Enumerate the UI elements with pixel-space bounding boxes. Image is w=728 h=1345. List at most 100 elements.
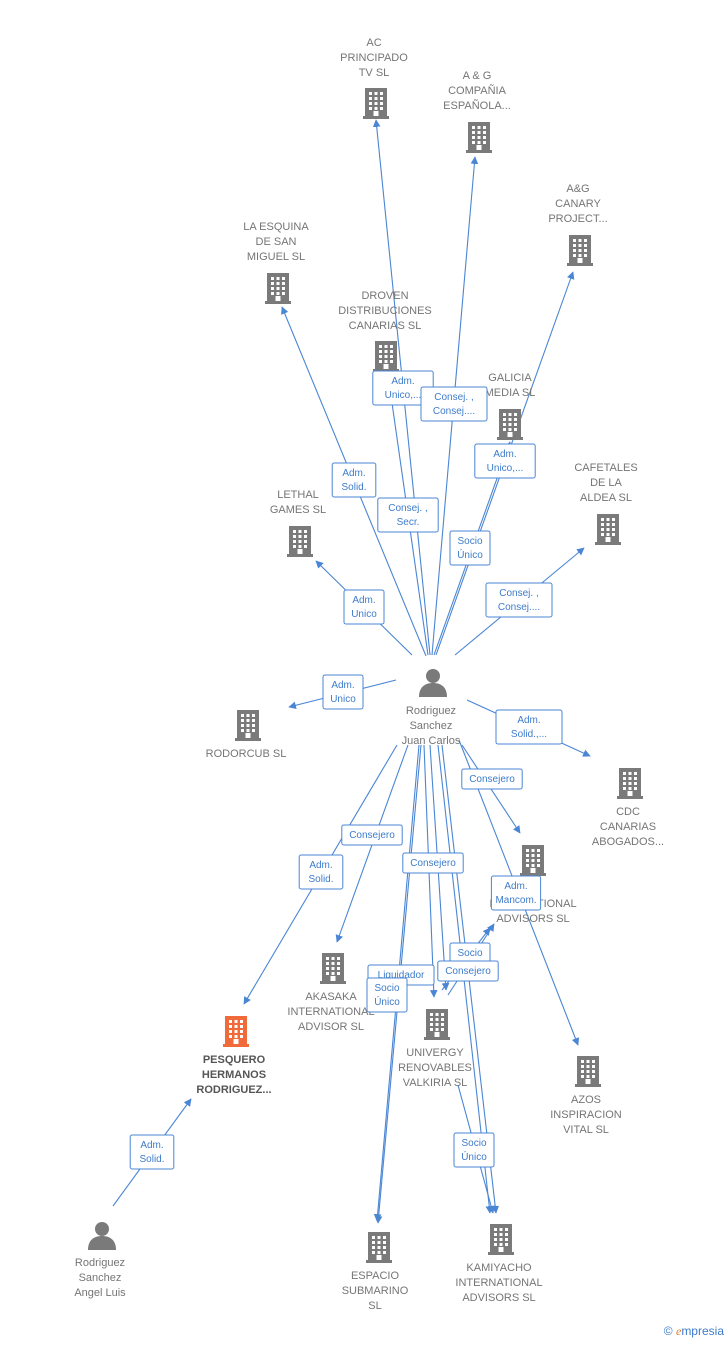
node-label-line: AC — [366, 37, 381, 49]
edge-label-text: Consej. , — [499, 588, 538, 599]
edge-label-e-esq[interactable]: Adm.Solid. — [331, 462, 377, 498]
node-label-line: Angel Luis — [74, 1287, 126, 1299]
node-label-line: HERMANOS — [202, 1069, 266, 1081]
edge-label-e-ag[interactable]: Consej. ,Consej.... — [420, 386, 488, 422]
edge-label-e-iad3[interactable]: Socio — [449, 942, 491, 964]
building-icon — [320, 953, 346, 984]
building-icon — [497, 409, 523, 440]
edge-label-text: Consejero — [445, 966, 491, 977]
node-label-line: ALDEA SL — [580, 492, 632, 504]
node-label-line: GAMES SL — [270, 504, 326, 516]
node-label-line: A & G — [463, 70, 492, 82]
node-label-line: RENOVABLES — [398, 1062, 472, 1074]
node-ag[interactable]: A & GCOMPAÑIAESPAÑOLA... — [443, 70, 511, 153]
edge-label-text: Único — [457, 548, 483, 561]
edge-label-e-drv[interactable]: Consej. ,Secr. — [377, 497, 439, 533]
edge-label-e-pes[interactable]: Adm.Solid. — [298, 854, 344, 890]
edge-label-box — [461, 768, 523, 790]
edge-label-text: Unico — [330, 694, 356, 705]
node-label-line: AZOS — [571, 1094, 601, 1106]
building-icon — [488, 1224, 514, 1255]
building-icon — [617, 768, 643, 799]
edge-label-text: Mancom. — [495, 895, 536, 906]
edge-label-e-iad2[interactable]: Adm. Mancom. — [490, 875, 542, 911]
edge-label-box — [341, 824, 403, 846]
edge-label-box — [437, 960, 499, 982]
building-icon — [265, 273, 291, 304]
edge-label-box — [129, 1134, 175, 1170]
edge-label-e-ral[interactable]: Adm.Solid. — [129, 1134, 175, 1170]
node-label-line: RODRIGUEZ... — [196, 1084, 271, 1096]
edge-label-e-uni1[interactable]: Consejero — [402, 852, 464, 874]
person-icon — [88, 1222, 116, 1250]
edge-label-e-aka[interactable]: Consejero — [341, 824, 403, 846]
node-label-line: DE LA — [590, 477, 622, 489]
edge-label-text: Adm. — [493, 449, 516, 460]
empresia-watermark: © empresia — [664, 1324, 724, 1339]
node-label-line: ADVISORS SL — [496, 913, 569, 925]
edge-label-box — [298, 854, 344, 890]
edges-layer — [112, 119, 591, 1224]
edge-label-text: Unico — [351, 609, 377, 620]
node-caf[interactable]: CAFETALES DE LA ALDEA SL — [574, 462, 638, 545]
building-icon — [466, 122, 492, 153]
edge-label-e-let[interactable]: Adm. Unico — [343, 589, 385, 625]
node-label-line: CDC — [616, 806, 640, 818]
node-label-line: Rodriguez — [75, 1257, 125, 1269]
building-icon — [575, 1056, 601, 1087]
node-label-line: ESPAÑOLA... — [443, 99, 511, 112]
edge-label-box — [449, 530, 491, 566]
edge-label-text: Consejero — [410, 858, 456, 869]
edge-label-text: Adm. — [331, 680, 354, 691]
node-agc[interactable]: A&GCANARYPROJECT... — [548, 183, 608, 266]
edge-label-e-agc[interactable]: Adm.Unico,... — [474, 443, 536, 479]
edge-label-e-cdc[interactable]: Adm.Solid.,... — [495, 709, 563, 745]
node-label-line: MEDIA SL — [485, 387, 536, 399]
node-label-line: INTERNATIONAL — [455, 1277, 542, 1289]
edge-label-text: Único — [374, 995, 400, 1008]
edge-label-e-rod[interactable]: Adm. Unico — [322, 674, 364, 710]
node-label-line: CAFETALES — [574, 462, 637, 474]
node-label-line: ADVISOR SL — [298, 1021, 364, 1033]
edge-label-text: Adm. — [309, 860, 332, 871]
edge-label-box — [331, 462, 377, 498]
node-pes[interactable]: PESQUERO HERMANOS RODRIGUEZ... — [196, 1016, 272, 1096]
edge-label-text: Consejero — [469, 774, 515, 785]
node-label-line: Rodriguez — [406, 705, 456, 717]
edge-label-e-iad4[interactable]: Consejero — [437, 960, 499, 982]
edge-label-e-iad1[interactable]: Consejero — [461, 768, 523, 790]
node-label-line: LA ESQUINA — [243, 221, 309, 233]
person-icon — [419, 669, 447, 697]
edge-label-text: Adm. — [504, 881, 527, 892]
edge-label-text: Adm. — [517, 715, 540, 726]
edge-labels-layer: Adm.Unico,...Consej. ,Consej....Adm.Unic… — [129, 370, 563, 1170]
node-label-line: RODORCUB SL — [206, 748, 287, 760]
node-label-line: PESQUERO — [203, 1054, 266, 1066]
edge-label-box — [485, 582, 553, 618]
edge-label-text: Secr. — [397, 517, 420, 528]
node-cdc[interactable]: CDCCANARIASABOGADOS... — [592, 768, 664, 848]
edge-label-text: Solid. — [341, 482, 366, 493]
edge-label-text: Consej. , — [434, 392, 473, 403]
edge-label-text: Adm. — [352, 595, 375, 606]
node-rod[interactable]: RODORCUB SL — [206, 710, 287, 760]
edge-label-e-caf[interactable]: Consej. ,Consej.... — [485, 582, 553, 618]
edge-label-e-ac[interactable]: Adm.Unico,... — [372, 370, 434, 406]
node-label-line: SUBMARINO — [342, 1285, 409, 1297]
